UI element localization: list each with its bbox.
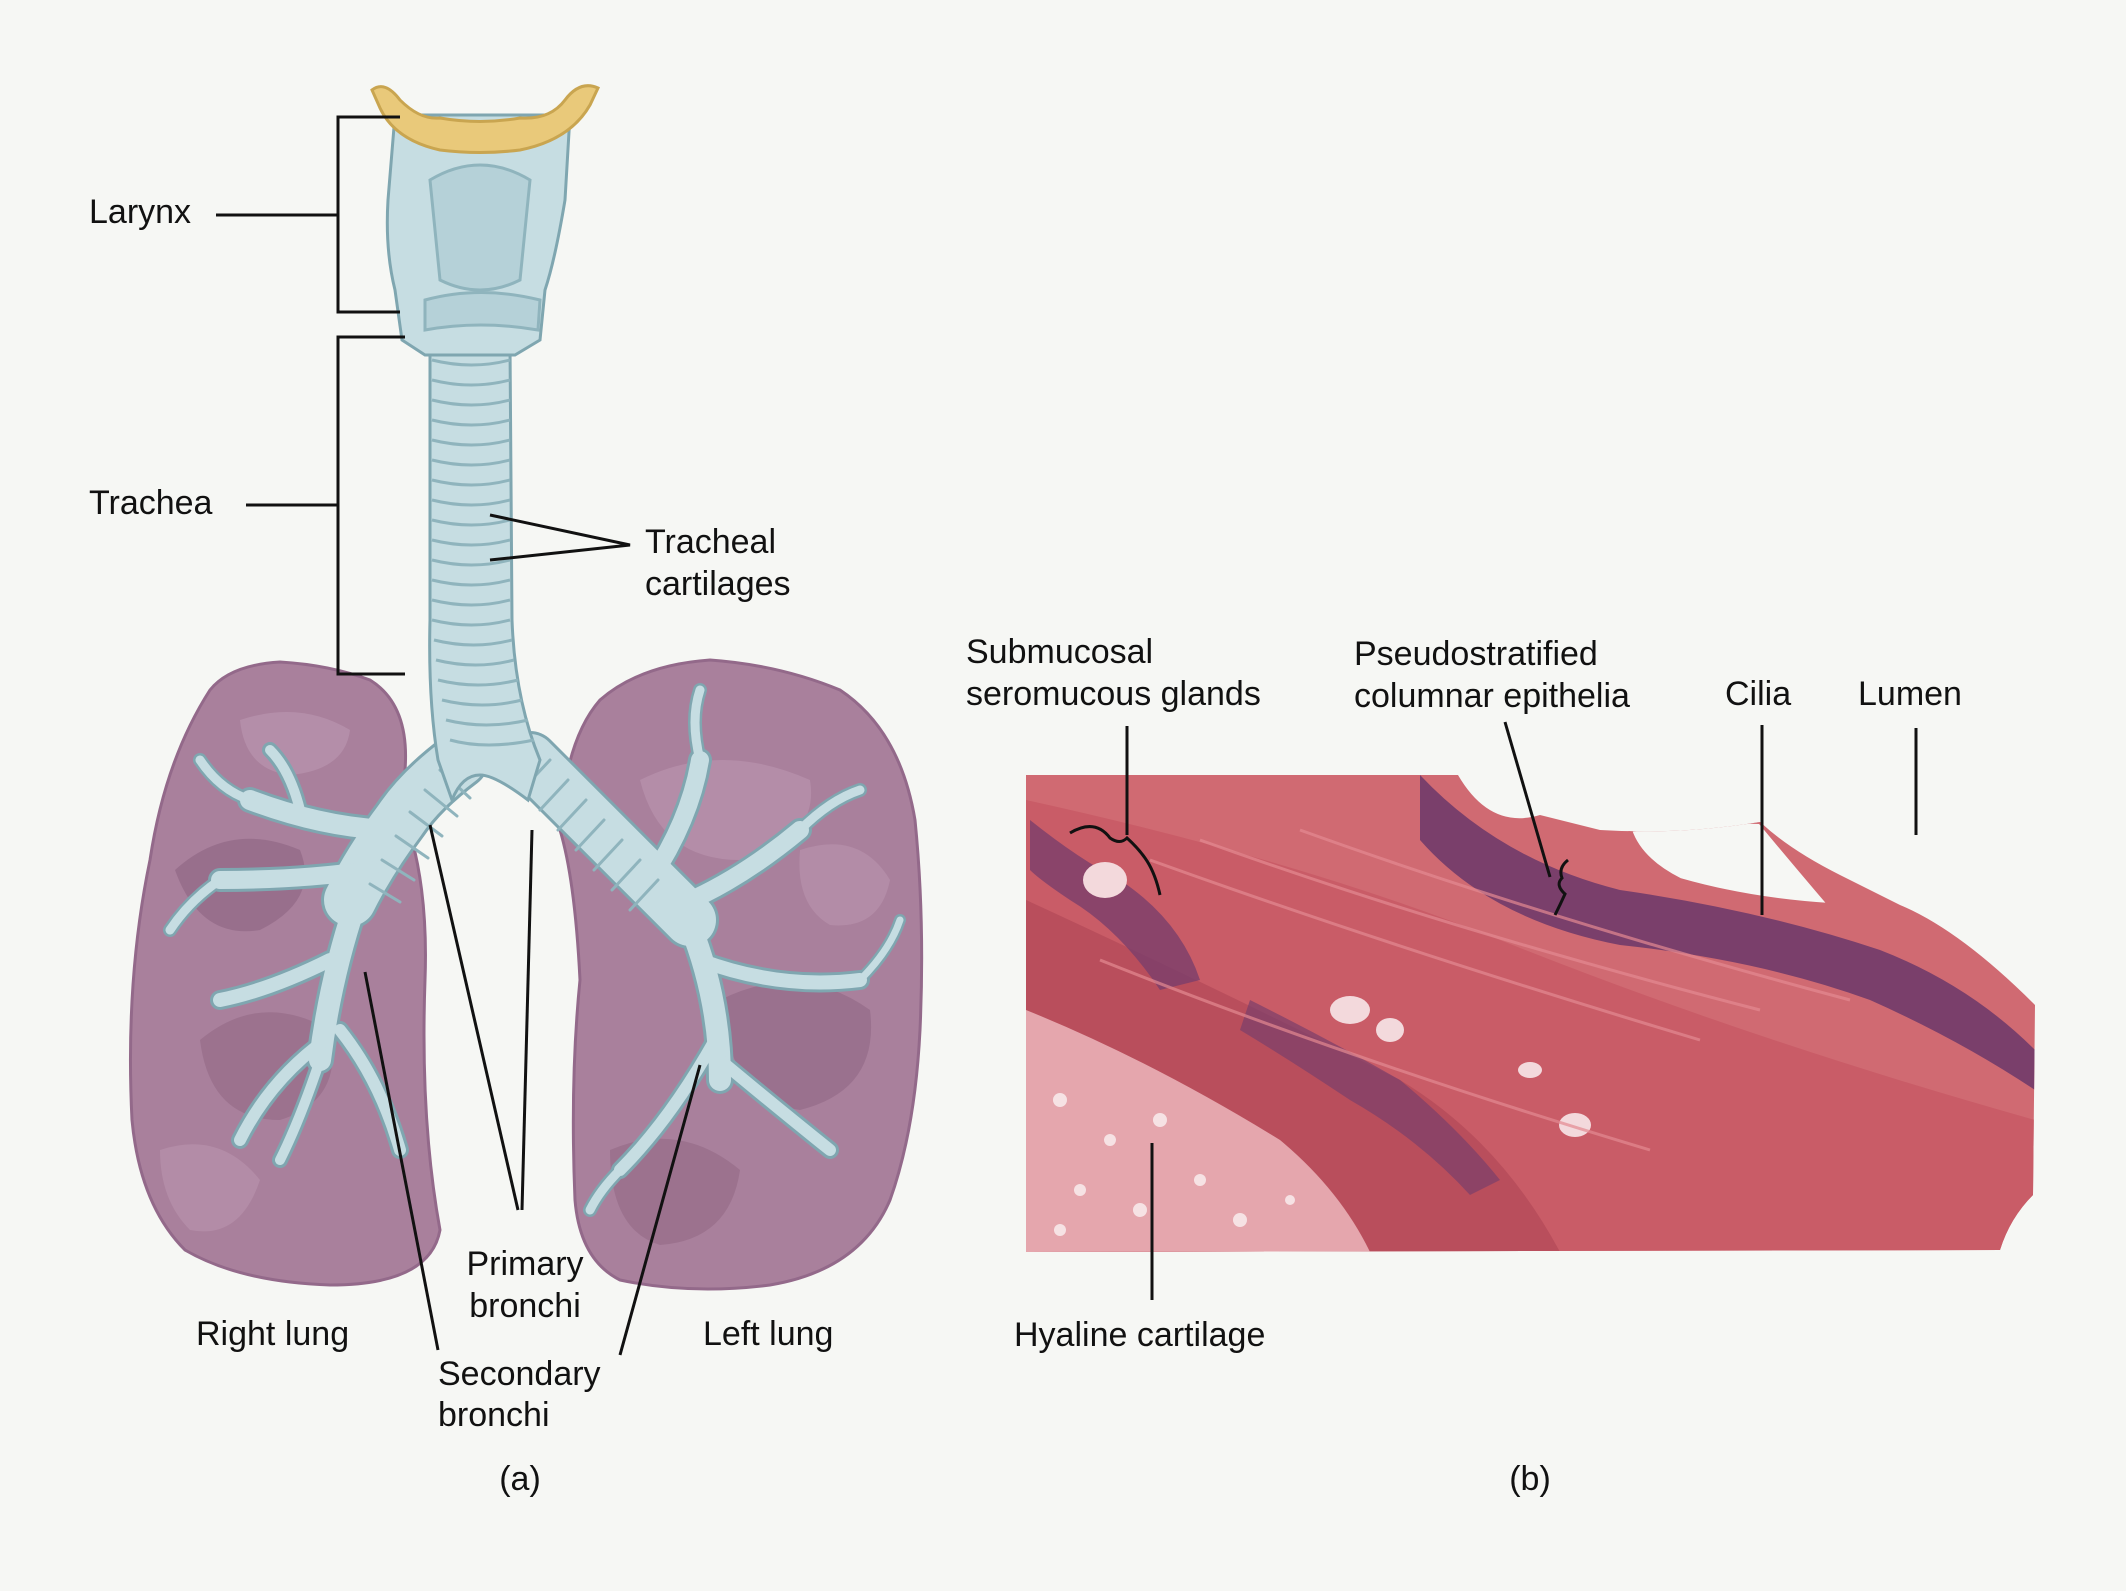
label-primary-bronchi-1: Primary	[440, 1243, 610, 1285]
primary-bronchi-leader-left	[522, 830, 532, 1210]
label-cilia: Cilia	[1725, 673, 1791, 715]
label-tracheal-cartilages-1: Tracheal	[645, 521, 776, 563]
label-primary-bronchi-2: bronchi	[440, 1285, 610, 1327]
label-secondary-bronchi-1: Secondary	[438, 1353, 601, 1395]
label-tracheal-cartilages-2: cartilages	[645, 563, 791, 605]
label-trachea: Trachea	[89, 482, 212, 524]
label-submucosal-2: seromucous glands	[966, 673, 1261, 715]
trachea-bracket	[338, 337, 405, 674]
label-pseudostratified-1: Pseudostratified	[1354, 633, 1598, 675]
label-submucosal-1: Submucosal	[966, 631, 1153, 673]
trachea-illustration	[430, 345, 540, 800]
primary-bronchi-leader-right	[430, 825, 518, 1210]
label-larynx: Larynx	[89, 191, 191, 233]
label-left-lung: Left lung	[703, 1313, 833, 1355]
panel-label-b: (b)	[1480, 1458, 1580, 1500]
label-hyaline-cartilage: Hyaline cartilage	[1014, 1314, 1265, 1356]
label-pseudostratified-2: columnar epithelia	[1354, 675, 1630, 717]
label-lumen: Lumen	[1858, 673, 1962, 715]
label-right-lung: Right lung	[196, 1313, 349, 1355]
label-secondary-bronchi-2: bronchi	[438, 1394, 550, 1436]
panel-b-micrograph	[1020, 770, 2040, 1260]
panel-label-a: (a)	[470, 1458, 570, 1500]
larynx-illustration	[372, 86, 598, 355]
